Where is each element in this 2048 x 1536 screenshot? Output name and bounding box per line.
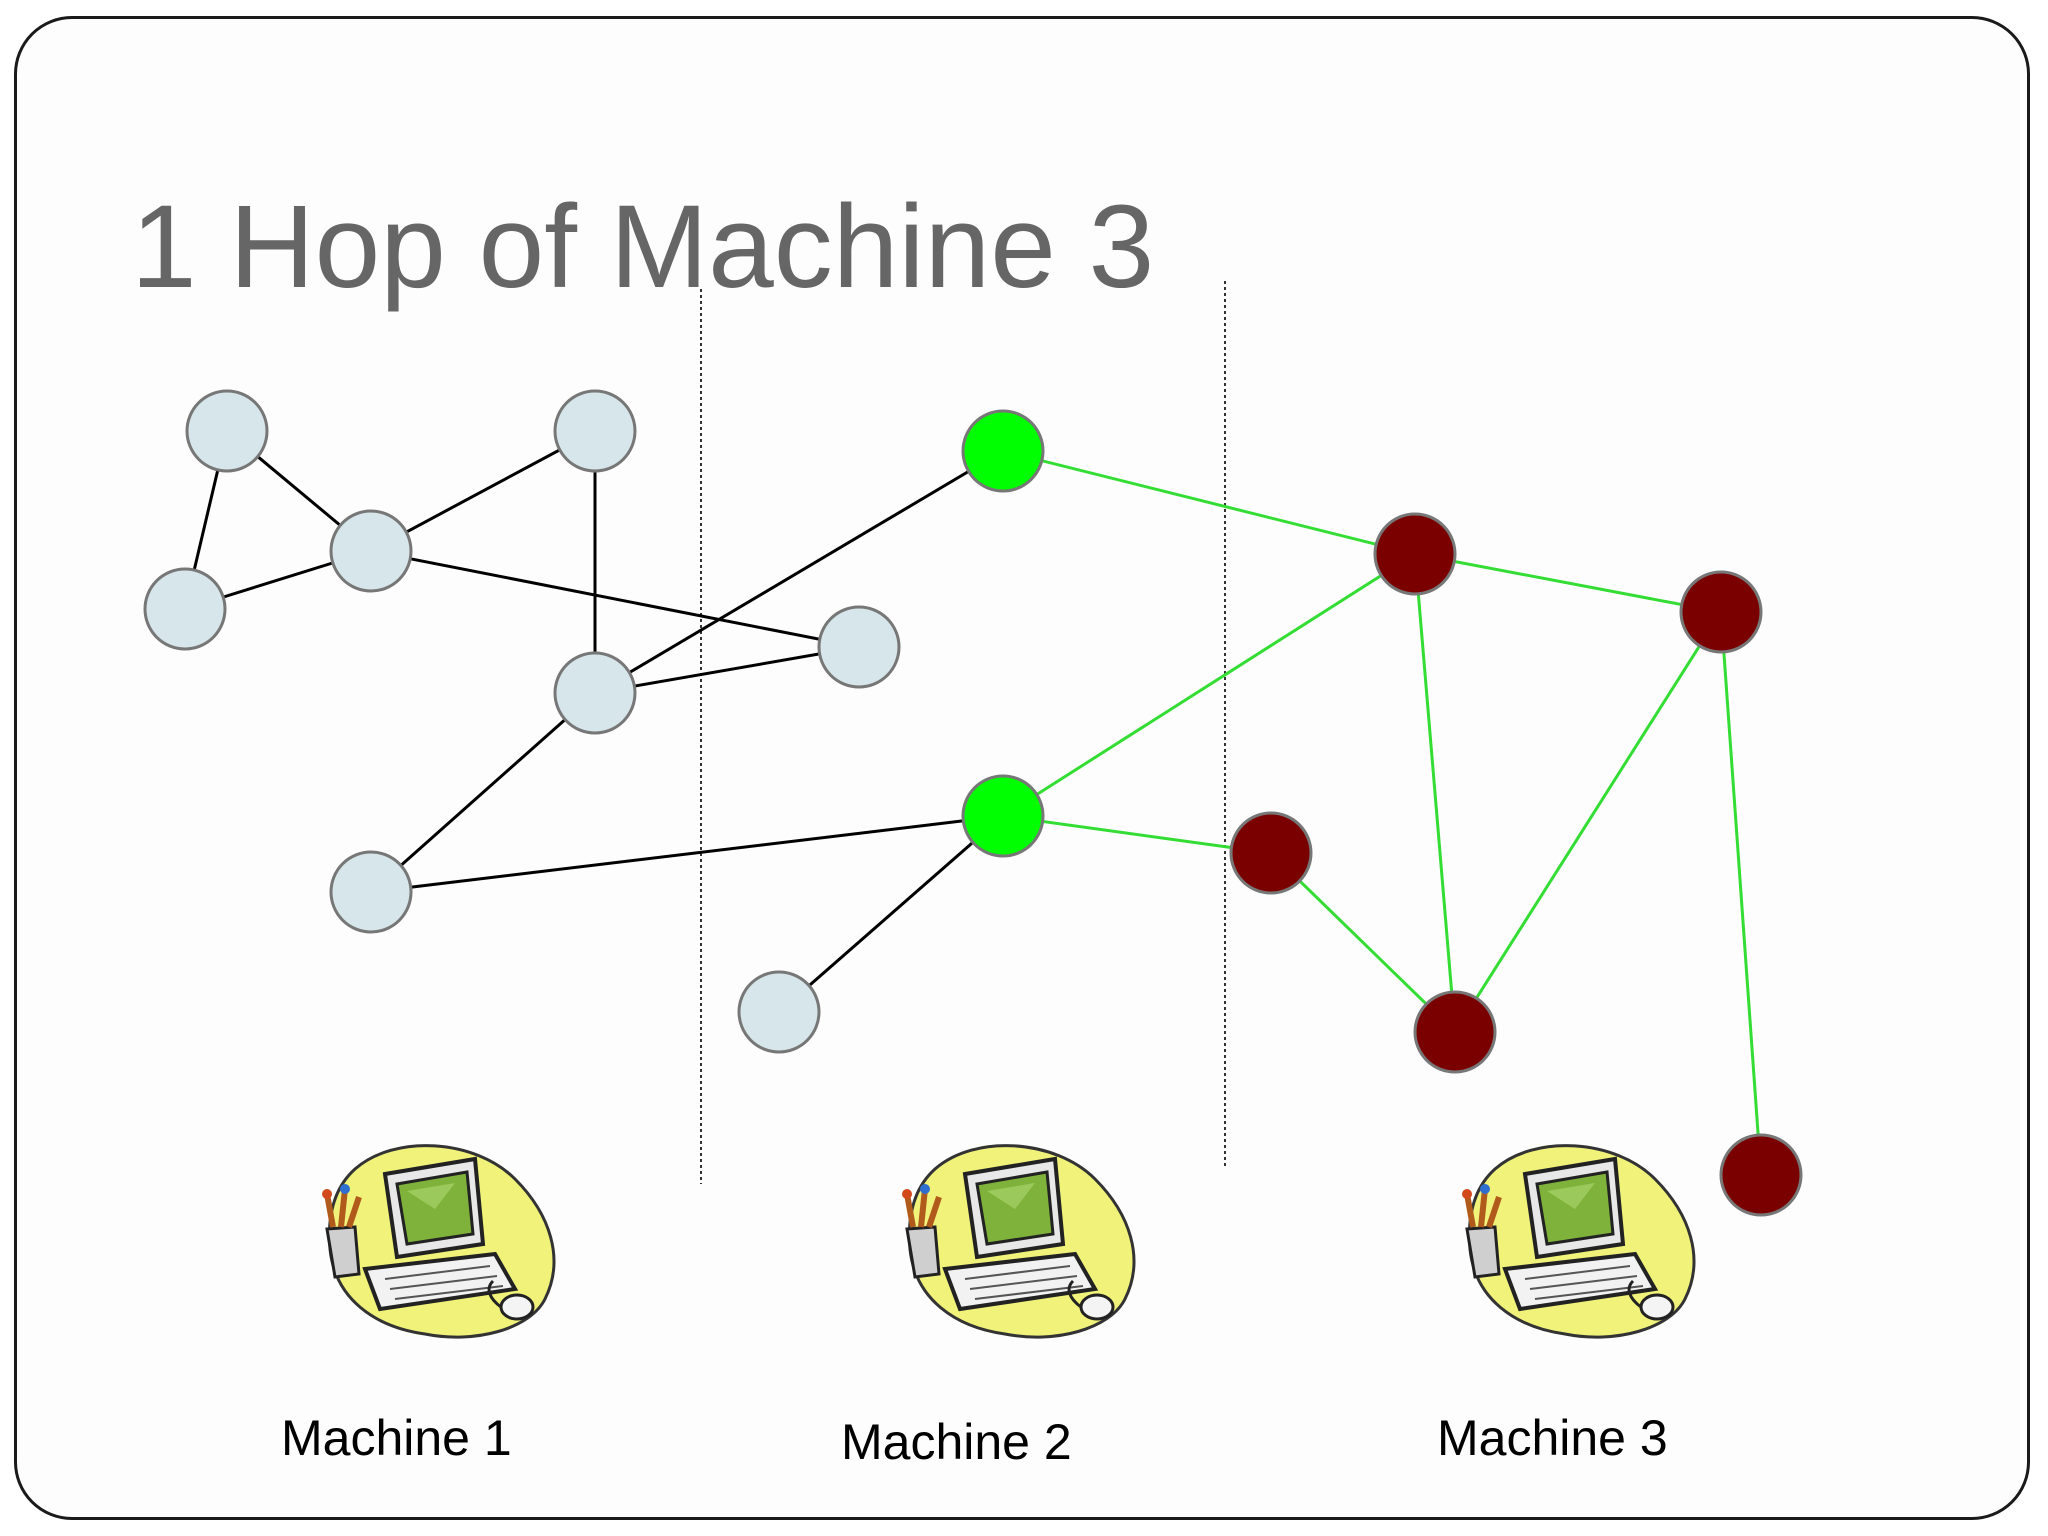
- slide: 1 Hop of Machine 3: [14, 16, 2030, 1520]
- node-n1-default: [185, 389, 269, 473]
- edge-g1-r1: [1002, 449, 1416, 556]
- node-n4-default: [143, 567, 227, 651]
- node-r4-machine3: [1413, 990, 1497, 1074]
- nodes-layer: [143, 389, 1803, 1217]
- node-n7-default: [329, 850, 413, 934]
- edge-n5-g1: [594, 449, 1004, 695]
- edge-r2-r5: [1719, 611, 1763, 1176]
- machine-2-label: Machine 2: [841, 1414, 1072, 1470]
- machine-1-label: Machine 1: [281, 1410, 512, 1466]
- edge-r1-r2: [1414, 552, 1722, 614]
- edge-r1-r4: [1413, 553, 1457, 1033]
- node-g1-one_hop: [961, 409, 1045, 493]
- node-n2-default: [553, 389, 637, 473]
- node-r1-machine3: [1373, 512, 1457, 596]
- machine-3-label: Machine 3: [1437, 1410, 1668, 1466]
- node-r2-machine3: [1679, 570, 1763, 654]
- node-n8-default: [737, 970, 821, 1054]
- edge-g2-r3: [1002, 814, 1272, 855]
- edge-n3-n2: [370, 429, 596, 553]
- computer-icon-machine-3: [1462, 1146, 1694, 1337]
- node-r3-machine3: [1229, 811, 1313, 895]
- node-g2-one_hop: [961, 774, 1045, 858]
- computer-icon-machine-1: [322, 1146, 554, 1337]
- slide-title: 1 Hop of Machine 3: [131, 181, 1155, 313]
- computer-icon-machine-2: [902, 1146, 1134, 1337]
- edge-g2-r1: [1002, 552, 1416, 818]
- edge-n5-n6: [594, 645, 860, 695]
- edge-r3-r4: [1269, 851, 1457, 1034]
- edge-n5-n7: [370, 691, 596, 894]
- node-n5-default: [553, 651, 637, 735]
- edge-n7-g2: [370, 814, 1004, 894]
- node-r5-machine3: [1719, 1133, 1803, 1217]
- graph-diagram: [143, 281, 1803, 1520]
- edge-n3-n6: [370, 549, 860, 649]
- node-n3-default: [329, 509, 413, 593]
- node-n6-default: [817, 605, 901, 689]
- edge-r2-r4: [1453, 611, 1723, 1033]
- edge-g2-n8: [778, 814, 1004, 1014]
